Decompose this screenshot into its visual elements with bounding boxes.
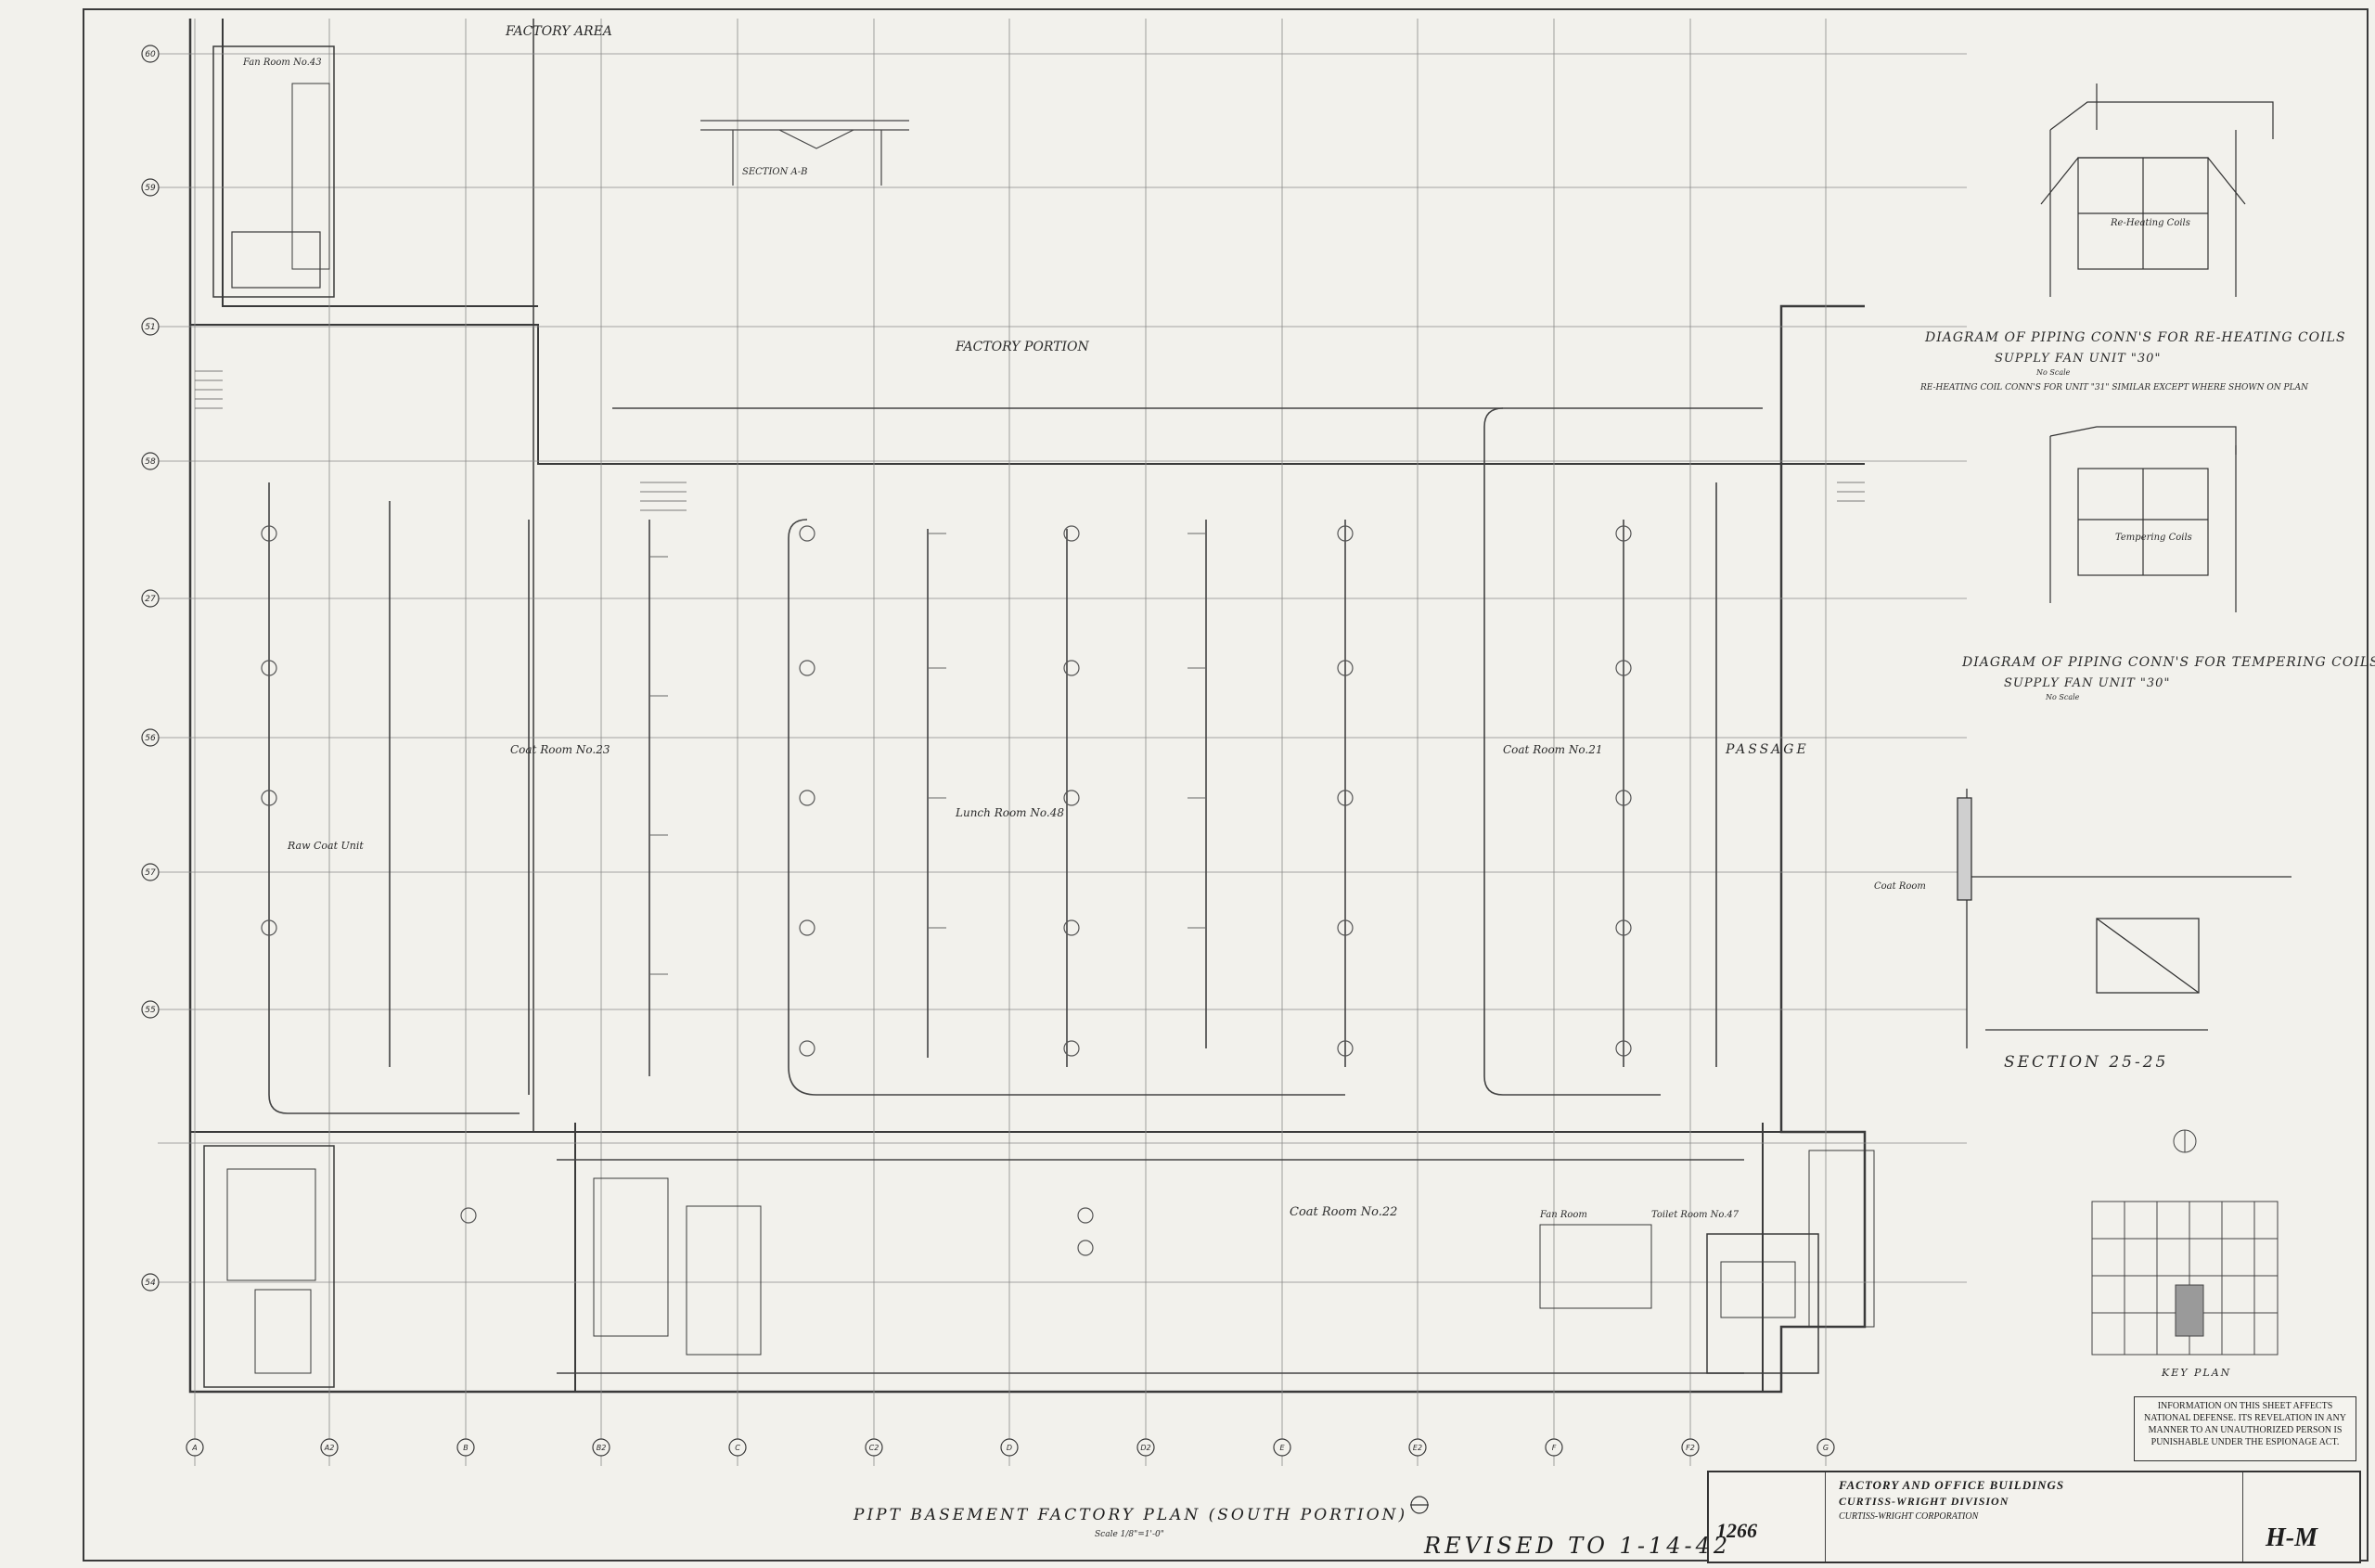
passage-label: PASSAGE xyxy=(1725,742,1809,757)
factory-portion-label: FACTORY PORTION xyxy=(955,340,1089,354)
grid-label-bottom: E xyxy=(1279,1444,1285,1452)
title-block-line1: FACTORY AND OFFICE BUILDINGS xyxy=(1839,1478,2065,1492)
grid-label-left: 60 xyxy=(145,50,156,59)
reheat-diagram-subtitle: SUPPLY FAN UNIT "30" xyxy=(1995,352,2161,366)
grid-label-left: 51 xyxy=(145,323,155,332)
grid-label-bottom: D2 xyxy=(1140,1444,1150,1452)
title-block: FACTORY AND OFFICE BUILDINGS CURTISS-WRI… xyxy=(1707,1471,2361,1563)
grid-label-bottom: D xyxy=(1007,1444,1012,1452)
title-block-left-cell xyxy=(1709,1472,1826,1562)
grid-label-left: 56 xyxy=(145,734,156,743)
grid-label-left: 58 xyxy=(145,457,156,467)
grid-label-bottom: G xyxy=(1823,1444,1829,1452)
grid-label-bottom: F xyxy=(1552,1444,1557,1452)
reheat-note: RE-HEATING COIL CONN'S FOR UNIT "31" SIM… xyxy=(1919,383,2309,392)
grid-label-bottom: F2 xyxy=(1686,1444,1695,1452)
section-title: SECTION 25-25 xyxy=(2004,1053,2168,1072)
grid-label-left: 57 xyxy=(145,868,156,878)
room-label: Coat Room No.21 xyxy=(1503,743,1602,756)
grid-label-bottom: C xyxy=(735,1444,740,1452)
temper-no-scale: No Scale xyxy=(2045,693,2080,701)
room-label: Coat Room No.22 xyxy=(1290,1205,1397,1219)
temper-diagram-title: DIAGRAM OF PIPING CONN'S FOR TEMPERING C… xyxy=(1961,655,2375,670)
reheat-no-scale: No Scale xyxy=(2035,368,2071,377)
title-block-line2: CURTISS-WRIGHT DIVISION xyxy=(1839,1495,2009,1508)
grid-label-bottom: A2 xyxy=(324,1444,335,1452)
room-label: Coat Room No.23 xyxy=(510,743,610,756)
drawing-title: PIPT BASEMENT FACTORY PLAN (SOUTH PORTIO… xyxy=(853,1506,1407,1524)
factory-area-label: FACTORY AREA xyxy=(505,24,612,39)
room-label: Raw Coat Unit xyxy=(287,840,364,852)
title-block-line3: CURTISS-WRIGHT CORPORATION xyxy=(1839,1511,1979,1522)
grid-label-left: 55 xyxy=(145,1006,156,1015)
grid-label-left: 59 xyxy=(145,184,156,193)
title-block-main-cell xyxy=(1825,1472,2243,1562)
grid-label-bottom: E2 xyxy=(1413,1444,1422,1452)
sheet-number: 1266 xyxy=(1716,1519,1757,1542)
key-plan-label: KEY PLAN xyxy=(2161,1367,2231,1379)
revision-note: REVISED TO 1-14-42 xyxy=(1424,1533,1732,1559)
security-notice: INFORMATION ON THIS SHEET AFFECTS NATION… xyxy=(2134,1396,2356,1461)
room-label: Coat Room xyxy=(1874,881,1926,892)
section-ab-label: SECTION A-B xyxy=(742,167,808,177)
scale-note: Scale 1/8"=1'-0" xyxy=(1095,1530,1164,1539)
room-label: Lunch Room No.48 xyxy=(955,806,1064,819)
grid-label-bottom: B2 xyxy=(597,1444,607,1452)
room-label: Fan Room xyxy=(1539,1210,1587,1220)
temper-diagram-subtitle: SUPPLY FAN UNIT "30" xyxy=(2004,676,2170,690)
room-label: Toilet Room No.47 xyxy=(1651,1210,1740,1220)
grid-label-bottom: B xyxy=(463,1444,469,1452)
reheat-box-label: Re-Heating Coils xyxy=(2110,218,2190,228)
grid-label-left: 27 xyxy=(145,595,156,604)
drawing-number: H-M xyxy=(2266,1523,2317,1552)
grid-label-bottom: A xyxy=(191,1444,197,1452)
grid-label-bottom: C2 xyxy=(869,1444,879,1452)
room-label: Fan Room No.43 xyxy=(242,58,322,68)
grid-label-left: 54 xyxy=(145,1279,156,1288)
temper-box-label: Tempering Coils xyxy=(2115,533,2192,543)
reheat-diagram-title: DIAGRAM OF PIPING CONN'S FOR RE-HEATING … xyxy=(1924,330,2346,345)
